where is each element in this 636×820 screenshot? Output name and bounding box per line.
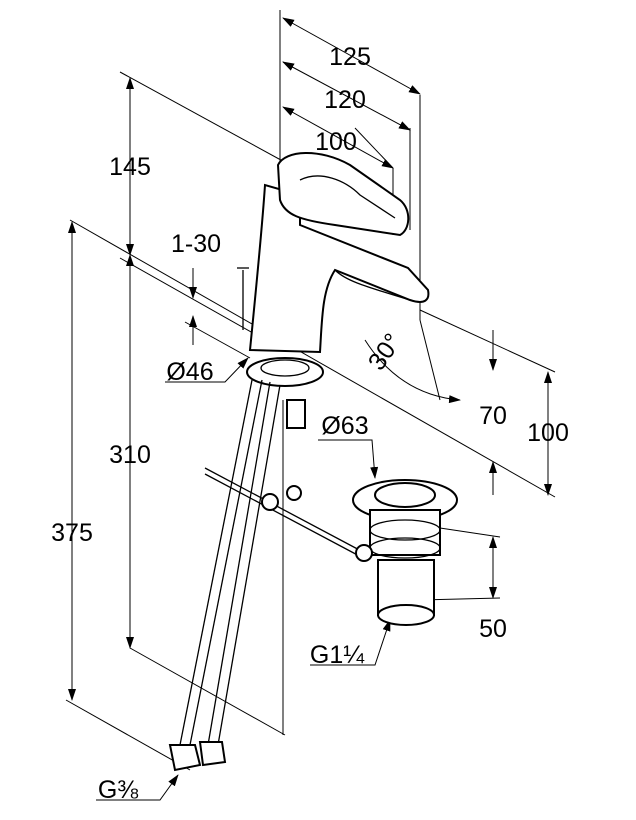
dim-145-label: 145 bbox=[109, 153, 151, 181]
dim-100-right-label: 100 bbox=[527, 419, 569, 447]
deck-thickness-label: 1-30 bbox=[171, 230, 221, 258]
faucet bbox=[168, 152, 430, 772]
drain bbox=[352, 479, 458, 626]
drain-diameter-label: Ø63 bbox=[321, 412, 368, 440]
dimension-lines bbox=[68, 17, 552, 801]
lever-angle-label: 30° bbox=[363, 328, 408, 375]
dim-125-label: 125 bbox=[329, 43, 371, 71]
hose-thread-label: G⅜ bbox=[98, 776, 138, 804]
dim-100-top-label: 100 bbox=[315, 128, 357, 156]
dim-310-label: 310 bbox=[109, 441, 151, 469]
dim-50-label: 50 bbox=[479, 615, 507, 643]
drain-thread-label: G1¼ bbox=[310, 641, 365, 669]
base-diameter-label: Ø46 bbox=[166, 358, 213, 386]
dim-375-label: 375 bbox=[51, 519, 93, 547]
dim-70-label: 70 bbox=[479, 402, 507, 430]
dim-120-label: 120 bbox=[324, 86, 366, 114]
